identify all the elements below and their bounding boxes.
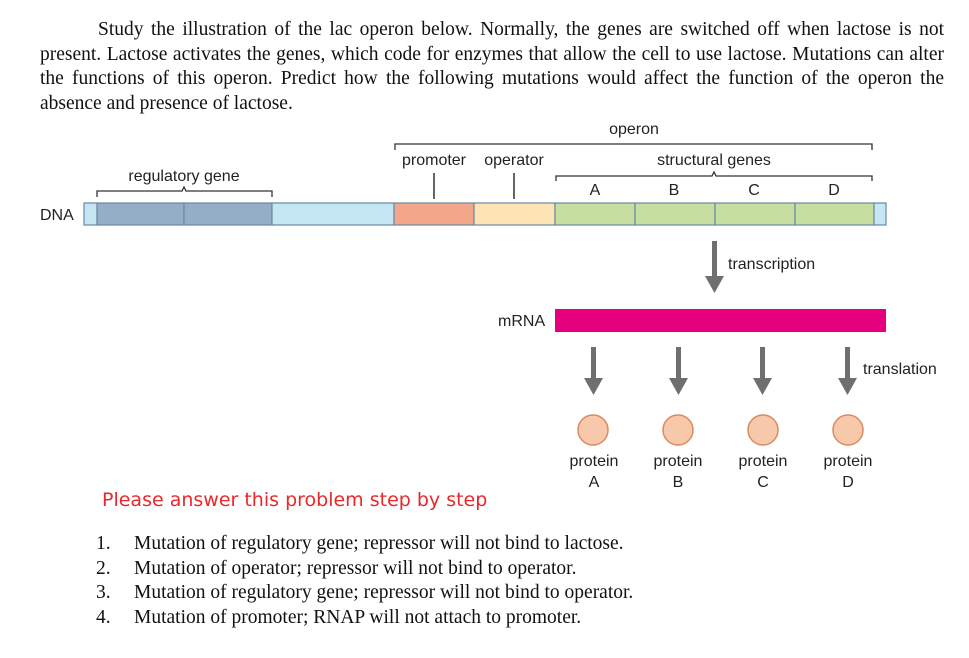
protein-d-word: protein [824, 453, 873, 470]
question-number: 3. [96, 582, 111, 603]
operator-label: operator [484, 152, 544, 169]
question-item: 4. Mutation of promoter; RNAP will not at… [96, 606, 633, 631]
spacer-segment [271, 202, 395, 226]
question-item: 2. Mutation of operator; repressor will n… [96, 557, 633, 582]
translation-arrow-b [669, 347, 688, 395]
regulatory-gene-bracket [96, 185, 273, 197]
protein-a-word: protein [570, 453, 619, 470]
question-text: Mutation of regulatory gene; repressor w… [134, 582, 634, 603]
transcription-label: transcription [728, 256, 815, 273]
regulatory-gene-segment-2 [183, 202, 273, 226]
gene-d-label: D [828, 182, 840, 199]
question-text: Mutation of operator; repressor will not… [134, 557, 577, 579]
gene-b-segment [634, 202, 716, 226]
dna-end-left [83, 202, 98, 226]
intro-paragraph: Study the illustration of the lac operon… [40, 19, 944, 114]
regulatory-gene-segment-1 [96, 202, 185, 226]
instruction-text: Please answer this problem step by step [102, 489, 488, 511]
protein-b-shape [662, 414, 694, 446]
promoter-segment [393, 202, 475, 226]
dna-strand [83, 202, 887, 226]
translation-label: translation [863, 361, 937, 378]
question-text: Mutation of regulatory gene; repressor w… [134, 533, 624, 554]
protein-b-letter: B [673, 474, 684, 491]
regulatory-gene-label: regulatory gene [128, 168, 239, 185]
protein-c-shape [747, 414, 779, 446]
gene-c-label: C [748, 182, 760, 199]
translation-arrow-a [584, 347, 603, 395]
translation-arrows [584, 347, 857, 395]
translation-arrow-c [753, 347, 772, 395]
question-number: 1. [96, 533, 111, 554]
gene-a-label: A [590, 182, 601, 199]
dna-end-right [873, 202, 887, 226]
gene-d-segment [794, 202, 875, 226]
protein-d-shape [832, 414, 864, 446]
question-item: 3. Mutation of regulatory gene; repressor… [96, 581, 633, 606]
question-list: 1. Mutation of regulatory gene; repressor… [96, 532, 633, 630]
proteins [577, 414, 864, 446]
translation-arrow-d [838, 347, 857, 395]
structural-genes-bracket [555, 170, 873, 181]
dna-label: DNA [40, 207, 74, 224]
question-text: Mutation of promoter; RNAP will not atta… [134, 606, 582, 628]
question-item: 1. Mutation of regulatory gene; repressor… [96, 532, 633, 557]
gene-b-label: B [669, 182, 680, 199]
protein-c-letter: C [757, 474, 769, 491]
gene-a-segment [554, 202, 636, 226]
mrna-strand [555, 309, 886, 332]
protein-a-letter: A [589, 474, 600, 491]
protein-c-word: protein [739, 453, 788, 470]
protein-a-shape [577, 414, 609, 446]
question-number: 2. [96, 557, 111, 579]
gene-c-segment [714, 202, 796, 226]
operator-segment [473, 202, 556, 226]
structural-genes-label: structural genes [657, 152, 771, 169]
protein-d-letter: D [842, 474, 854, 491]
mrna-label: mRNA [498, 313, 545, 330]
operon-label: operon [609, 121, 659, 138]
operon-bracket [394, 143, 873, 150]
protein-b-word: protein [654, 453, 703, 470]
question-number: 4. [96, 606, 111, 628]
transcription-arrow [705, 241, 724, 293]
promoter-label: promoter [402, 152, 467, 169]
